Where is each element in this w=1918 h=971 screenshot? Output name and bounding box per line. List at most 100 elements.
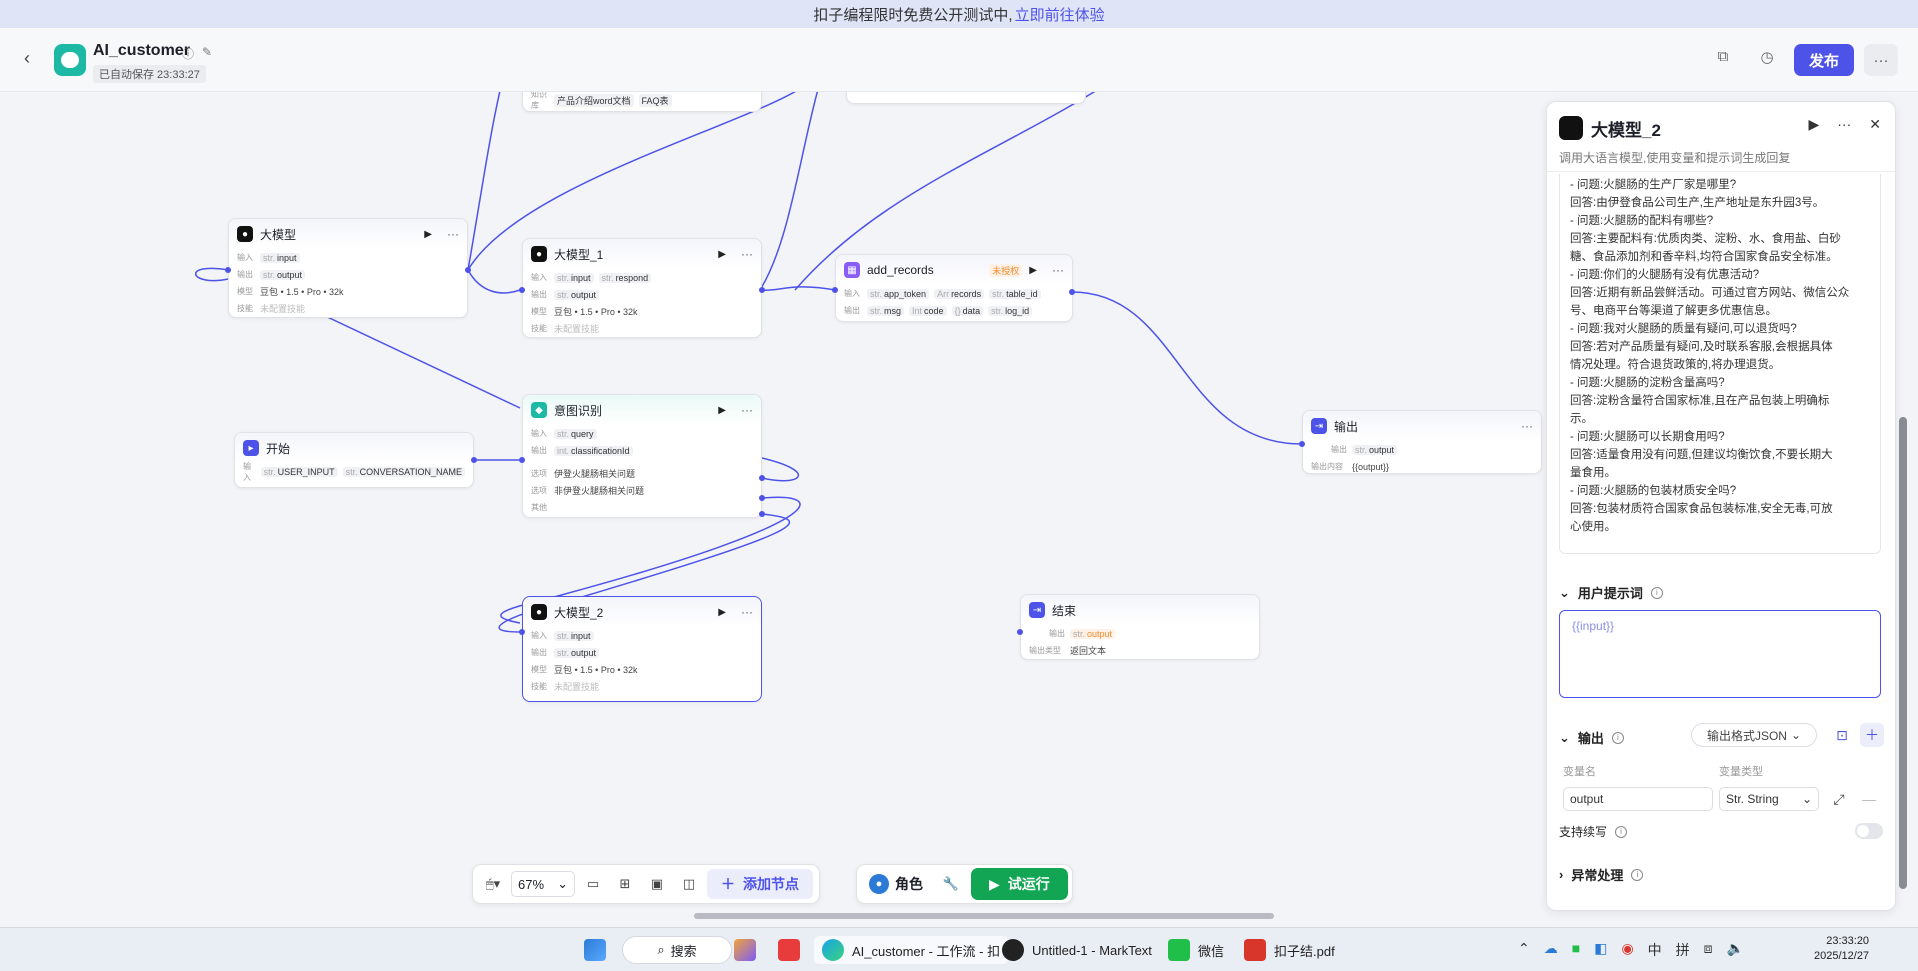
system-prompt-text[interactable]: - 问题:火腿肠的生产厂家是哪里?回答:由伊登食品公司生产,生产地址是东升园3号…	[1559, 174, 1881, 554]
run-icon[interactable]: ▶	[424, 228, 432, 240]
edge	[794, 92, 1096, 291]
prompt-line: 回答:包装材质符合国家食品包装标准,安全无毒,可放	[1570, 503, 1833, 515]
banner-link[interactable]: 立即前往体验	[1014, 6, 1105, 24]
run-icon[interactable]: ▶	[718, 404, 726, 416]
stream-toggle[interactable]	[1855, 823, 1883, 839]
node-title: 意图识别	[554, 403, 603, 418]
minimap-icon[interactable]: ◫	[682, 876, 696, 891]
horizontal-scrollbar[interactable]	[694, 913, 1274, 919]
wechat-tray-icon[interactable]: ■	[1571, 940, 1581, 956]
var-type-label: 变量类型	[1719, 766, 1763, 778]
knowledge-tag: 产品介绍word文档	[554, 93, 634, 107]
publish-button[interactable]: 发布	[1794, 44, 1854, 76]
info-icon: i	[1611, 731, 1624, 744]
import-icon[interactable]: ⊡	[1836, 726, 1848, 743]
start-icon[interactable]	[584, 936, 606, 964]
mouse-mode-icon[interactable]: 🖱▾	[485, 876, 501, 891]
test-run-button[interactable]: ▶试运行	[971, 868, 1068, 900]
prompt-line: 回答:淀粉含量符合国家标准,且在产品包装上明确标	[1570, 395, 1830, 407]
taskbar-edge[interactable]: AI_customer - 工作流 - 扣	[814, 936, 1009, 964]
run-icon[interactable]: ▶	[718, 248, 726, 260]
run-icon[interactable]: ▶	[1029, 264, 1037, 276]
add-output-button[interactable]: ＋	[1860, 723, 1884, 747]
zoom-select[interactable]: 67%⌄	[511, 871, 575, 897]
tool-icon[interactable]: 🔧	[942, 876, 960, 891]
image-icon[interactable]: ▣	[650, 876, 664, 891]
taskbar-search[interactable]: ⌕搜索	[622, 936, 732, 964]
var-name-input[interactable]: output	[1563, 787, 1713, 811]
canvas-toolbar: 🖱▾ 67%⌄ ▭ ⊞ ▣ ◫ ＋添加节点	[472, 864, 820, 904]
volume-icon[interactable]: 🔈	[1726, 940, 1744, 956]
more-icon[interactable]: ···	[1521, 419, 1533, 433]
system-tray: ⌃ ☁ ■ ◧ ◉ 中 拼 ⧈ 🔈	[1518, 940, 1744, 960]
node-title: 输出	[1334, 419, 1359, 434]
user-prompt-input[interactable]: {{input}}	[1559, 610, 1881, 698]
search-icon: ⌕	[657, 942, 665, 957]
back-arrow-icon[interactable]: ‹	[24, 48, 30, 68]
prompt-line: - 问题:火腿肠可以长期食用吗?	[1570, 431, 1725, 443]
panel-title: 大模型_2	[1591, 121, 1661, 140]
auth-badge[interactable]: 未授权	[989, 263, 1023, 277]
ime-indicator[interactable]: 中	[1647, 942, 1662, 958]
wps-icon[interactable]	[778, 936, 800, 964]
taskbar-clock[interactable]: 23:33:20 2025/12/27	[1814, 935, 1870, 962]
knowledge-node[interactable]: 知识库 产品介绍word文档 FAQ表	[522, 92, 762, 112]
info-icon[interactable]: ⓘ	[182, 47, 195, 61]
close-icon[interactable]: ✕	[1869, 116, 1881, 132]
display-icon[interactable]: ⧈	[1703, 940, 1713, 956]
remove-icon[interactable]: —	[1862, 791, 1876, 807]
app-tray-icon[interactable]: ◉	[1621, 940, 1634, 956]
node-title: add_records	[867, 263, 934, 277]
prompt-line: 量食用。	[1570, 467, 1616, 479]
add-node-button[interactable]: ＋添加节点	[707, 869, 813, 899]
var-type-select[interactable]: Str. String⌄	[1719, 787, 1819, 811]
edit-icon[interactable]: ✎	[202, 45, 213, 59]
expand-icon[interactable]: ⤢	[1833, 790, 1845, 807]
more-menu-button[interactable]: ···	[1864, 44, 1898, 76]
avatar: ●	[869, 874, 889, 894]
model-name: 豆包 • 1.5 • Pro • 32k	[260, 287, 344, 297]
taskbar-wechat[interactable]: 微信	[1168, 936, 1224, 964]
run-icon[interactable]: ▶	[1808, 116, 1820, 132]
prompt-line: 号、电商平台等渠道了解更多优惠信息。	[1570, 305, 1777, 317]
more-icon[interactable]: ···	[741, 605, 753, 619]
taskbar-marktext[interactable]: Untitled-1 - MarkText	[1002, 936, 1152, 964]
more-icon[interactable]: ···	[1837, 116, 1852, 132]
comment-icon[interactable]: ▭	[586, 876, 600, 891]
app-tray-icon[interactable]: ◧	[1594, 940, 1608, 956]
more-icon[interactable]: ···	[447, 227, 459, 241]
ime-mode[interactable]: 拼	[1675, 942, 1690, 958]
more-icon[interactable]: ···	[1052, 263, 1064, 277]
copy-icon[interactable]: ⧉	[1717, 48, 1729, 65]
partial-node[interactable]	[846, 92, 1086, 104]
plugin-icon: ▦	[844, 262, 860, 278]
output-format-select[interactable]: 输出格式JSON⌄	[1691, 723, 1817, 747]
more-icon[interactable]: ···	[741, 247, 753, 261]
prompt-line: - 问题:火腿肠的配料有哪些?	[1570, 215, 1714, 227]
prompt-line: 回答:近期有新品尝鲜活动。可通过官方网站、微信公众	[1570, 287, 1850, 299]
copilot-icon[interactable]	[734, 936, 756, 964]
taskbar-pdf[interactable]: 扣子结.pdf	[1244, 936, 1335, 964]
chevron-up-icon[interactable]: ⌃	[1518, 940, 1530, 956]
panel-scrollbar[interactable]	[1896, 101, 1908, 911]
prompt-line: - 问题:你们的火腿肠有没有优惠活动?	[1570, 269, 1760, 281]
edge	[467, 92, 796, 271]
history-icon[interactable]: ◷	[1760, 49, 1774, 66]
role-button[interactable]: ●角色	[861, 869, 931, 899]
layout-icon[interactable]: ⊞	[619, 876, 631, 891]
edge	[194, 267, 229, 282]
more-icon[interactable]: ···	[741, 403, 753, 417]
cloud-icon[interactable]: ☁	[1543, 940, 1558, 956]
run-icon[interactable]: ▶	[718, 606, 726, 618]
